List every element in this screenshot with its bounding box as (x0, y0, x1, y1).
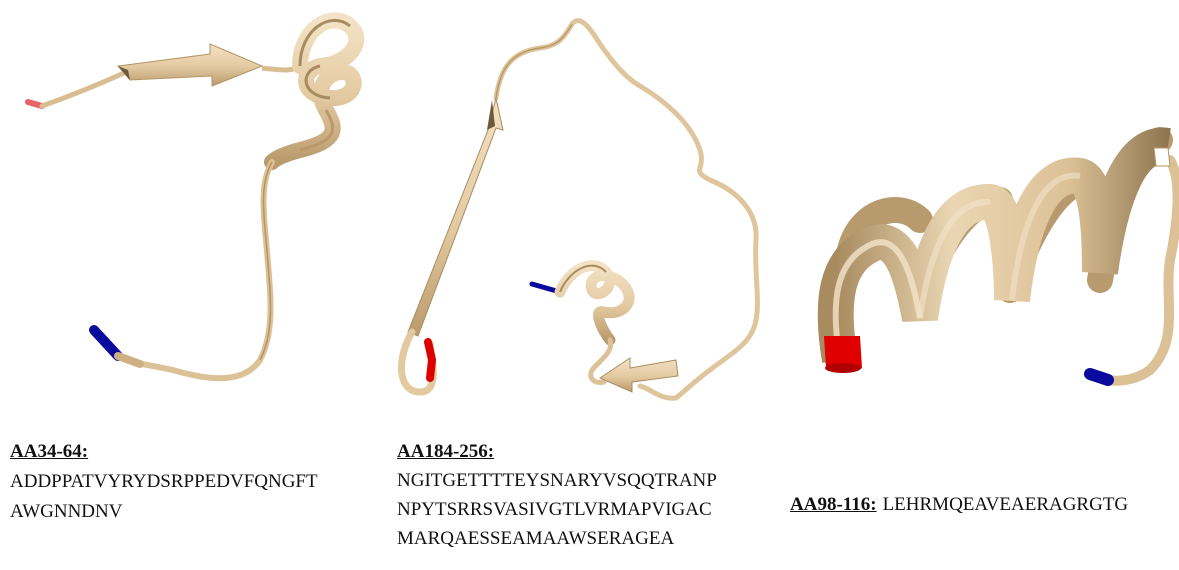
helix-1 (272, 20, 356, 162)
beta-strand-2a (408, 98, 503, 336)
loop-2a (496, 21, 757, 399)
panel-1-sequence-line-2: AWGNNDNV (10, 497, 318, 527)
panel-2-sequence-line-1: NGITGETTTTEYSNARYVSQQTRANP (397, 466, 717, 495)
panel-3-label: AA98-116: (790, 494, 877, 515)
c-terminus-3 (1090, 374, 1108, 380)
helix-3-front (836, 146, 1168, 360)
panel-3-sequence-line-1: LEHRMQEAVEAERAGRGTG (883, 494, 1129, 515)
beta-strand-1 (118, 44, 262, 86)
panel-1-caption: AA34-64: ADDPPATVYRYDSRPPEDVFQNGFT AWGNN… (10, 437, 318, 527)
structure-panel-1 (28, 20, 356, 378)
structure-panel-3 (824, 140, 1178, 381)
panel-2-label: AA184-256: (397, 441, 494, 462)
c-terminus-1 (94, 330, 118, 356)
coil-1c (118, 162, 272, 378)
panel-2-sequence-line-3: MARQAESSEAMAAWSERAGEA (397, 524, 717, 553)
panel-2-sequence-line-2: NPYTSRRSVASIVGTLVRMAPVIGAC (397, 495, 717, 524)
panel-2-caption: AA184-256: NGITGETTTTEYSNARYVSQQTRANP NP… (397, 437, 717, 553)
coil-1a (42, 72, 126, 106)
panel-1-sequence-line-1: ADDPPATVYRYDSRPPEDVFQNGFT (10, 467, 318, 497)
panel-1-label: AA34-64: (10, 441, 88, 462)
panel-3-caption: AA98-116: LEHRMQEAVEAERAGRGTG (790, 490, 1128, 520)
protein-structure-figure (0, 0, 1179, 420)
n-terminus-2 (428, 342, 432, 378)
structure-panel-2 (402, 21, 758, 399)
